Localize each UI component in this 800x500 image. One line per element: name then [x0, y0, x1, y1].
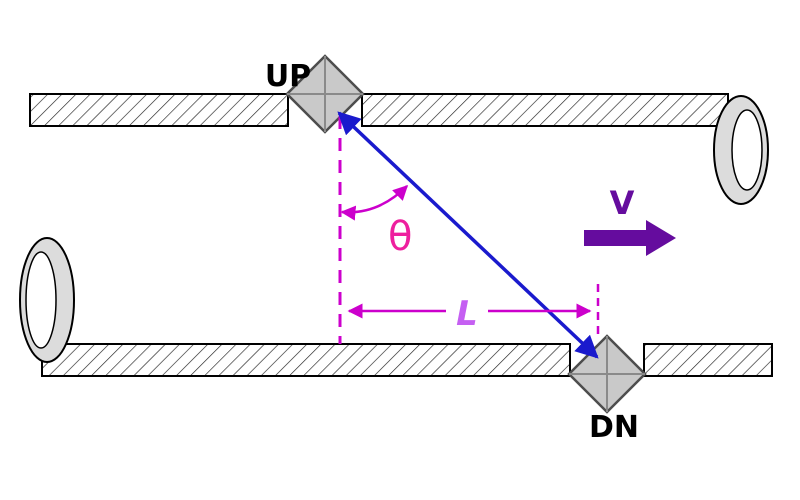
- length-label-backplate: [446, 291, 488, 331]
- pipe-bottom-wall-right-segment: [643, 343, 773, 377]
- angle-theta-label: θ: [388, 214, 412, 260]
- velocity-label: V: [610, 184, 635, 222]
- dn-transducer: [567, 334, 647, 414]
- pipe-end-left: [19, 237, 75, 363]
- pipe-end-left-inner: [25, 251, 57, 349]
- pipe-top-wall-right-segment: [361, 93, 729, 127]
- length-label: L: [456, 294, 478, 334]
- pipe-end-right-inner: [731, 109, 763, 191]
- velocity-arrow: [584, 220, 676, 256]
- up-label: UP: [265, 59, 311, 94]
- pipe-bottom-wall: [41, 343, 773, 377]
- pipe-top-wall: [29, 93, 729, 127]
- pipe-end-right: [713, 95, 769, 205]
- pipe-top-wall-left-segment: [29, 93, 289, 127]
- pipe-bottom-wall-left-segment: [41, 343, 571, 377]
- angle-arc-arrow: [340, 184, 409, 221]
- dn-label: DN: [589, 410, 639, 445]
